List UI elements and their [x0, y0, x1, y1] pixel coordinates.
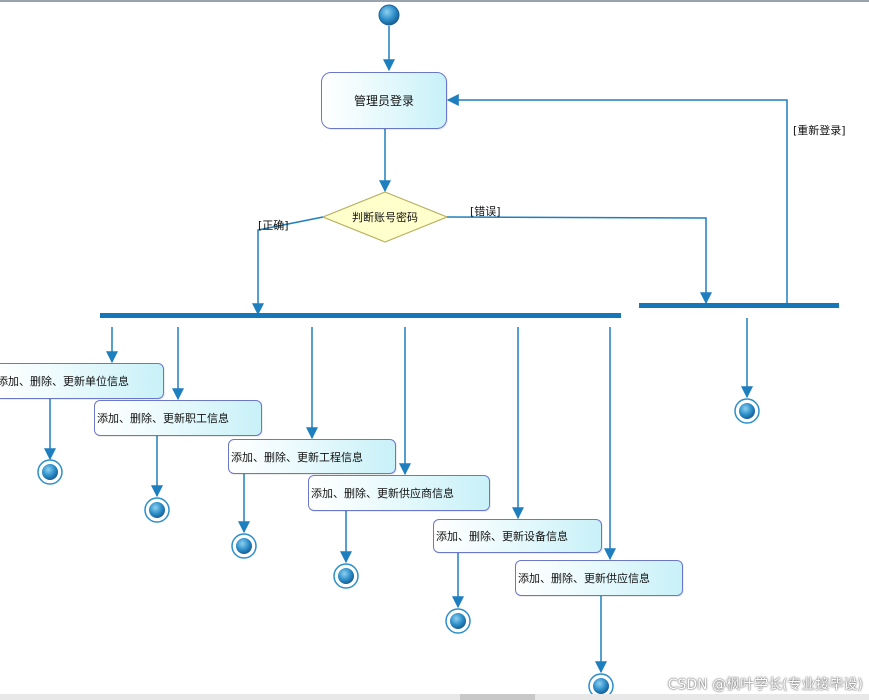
action-equipment-info[interactable]: 添加、删除、更新设备信息 [433, 519, 602, 553]
action-supplier-info-label: 添加、删除、更新供应商信息 [311, 487, 454, 500]
action-unit-info-label: 添加、删除、更新单位信息 [0, 375, 129, 388]
final-node-2 [144, 497, 170, 523]
guard-wrong-label: [错误] [470, 205, 501, 218]
final-node-error [734, 398, 760, 424]
final-node-4 [333, 563, 359, 589]
scrollbar-thumb[interactable] [460, 694, 535, 700]
action-unit-info[interactable]: 添加、删除、更新单位信息 [0, 363, 164, 399]
action-project-info[interactable]: 添加、删除、更新工程信息 [228, 439, 396, 474]
action-supply-info[interactable]: 添加、删除、更新供应信息 [515, 560, 683, 596]
final-node-3 [231, 533, 257, 559]
error-fork-bar [639, 303, 839, 308]
window-top-border [0, 0, 869, 2]
flow-correct [252, 216, 324, 316]
flow-relogin [446, 94, 788, 304]
action-supply-info-label: 添加、删除、更新供应信息 [518, 572, 650, 585]
flow-wrong [446, 216, 712, 305]
action-supplier-info[interactable]: 添加、删除、更新供应商信息 [308, 475, 490, 511]
decision-label: 判断账号密码 [352, 211, 418, 224]
final-node-5 [445, 608, 471, 634]
guard-relogin-label: [重新登录] [793, 124, 846, 137]
action-staff-info[interactable]: 添加、删除、更新职工信息 [94, 400, 262, 436]
action-project-info-label: 添加、删除、更新工程信息 [231, 450, 363, 464]
decision-node [321, 191, 449, 243]
login-activity-label: 管理员登录 [353, 94, 414, 108]
guard-correct-label: [正确] [258, 219, 289, 232]
login-activity[interactable]: 管理员登录 [321, 72, 447, 129]
horizontal-scrollbar[interactable] [0, 694, 869, 700]
final-node-1 [37, 459, 63, 485]
action-equipment-info-label: 添加、删除、更新设备信息 [436, 530, 568, 543]
start-node [378, 4, 400, 26]
action-staff-info-label: 添加、删除、更新职工信息 [97, 412, 229, 425]
watermark-text: CSDN @枫叶学长(专业接毕设) [667, 677, 863, 693]
fork-bar [100, 313, 621, 318]
